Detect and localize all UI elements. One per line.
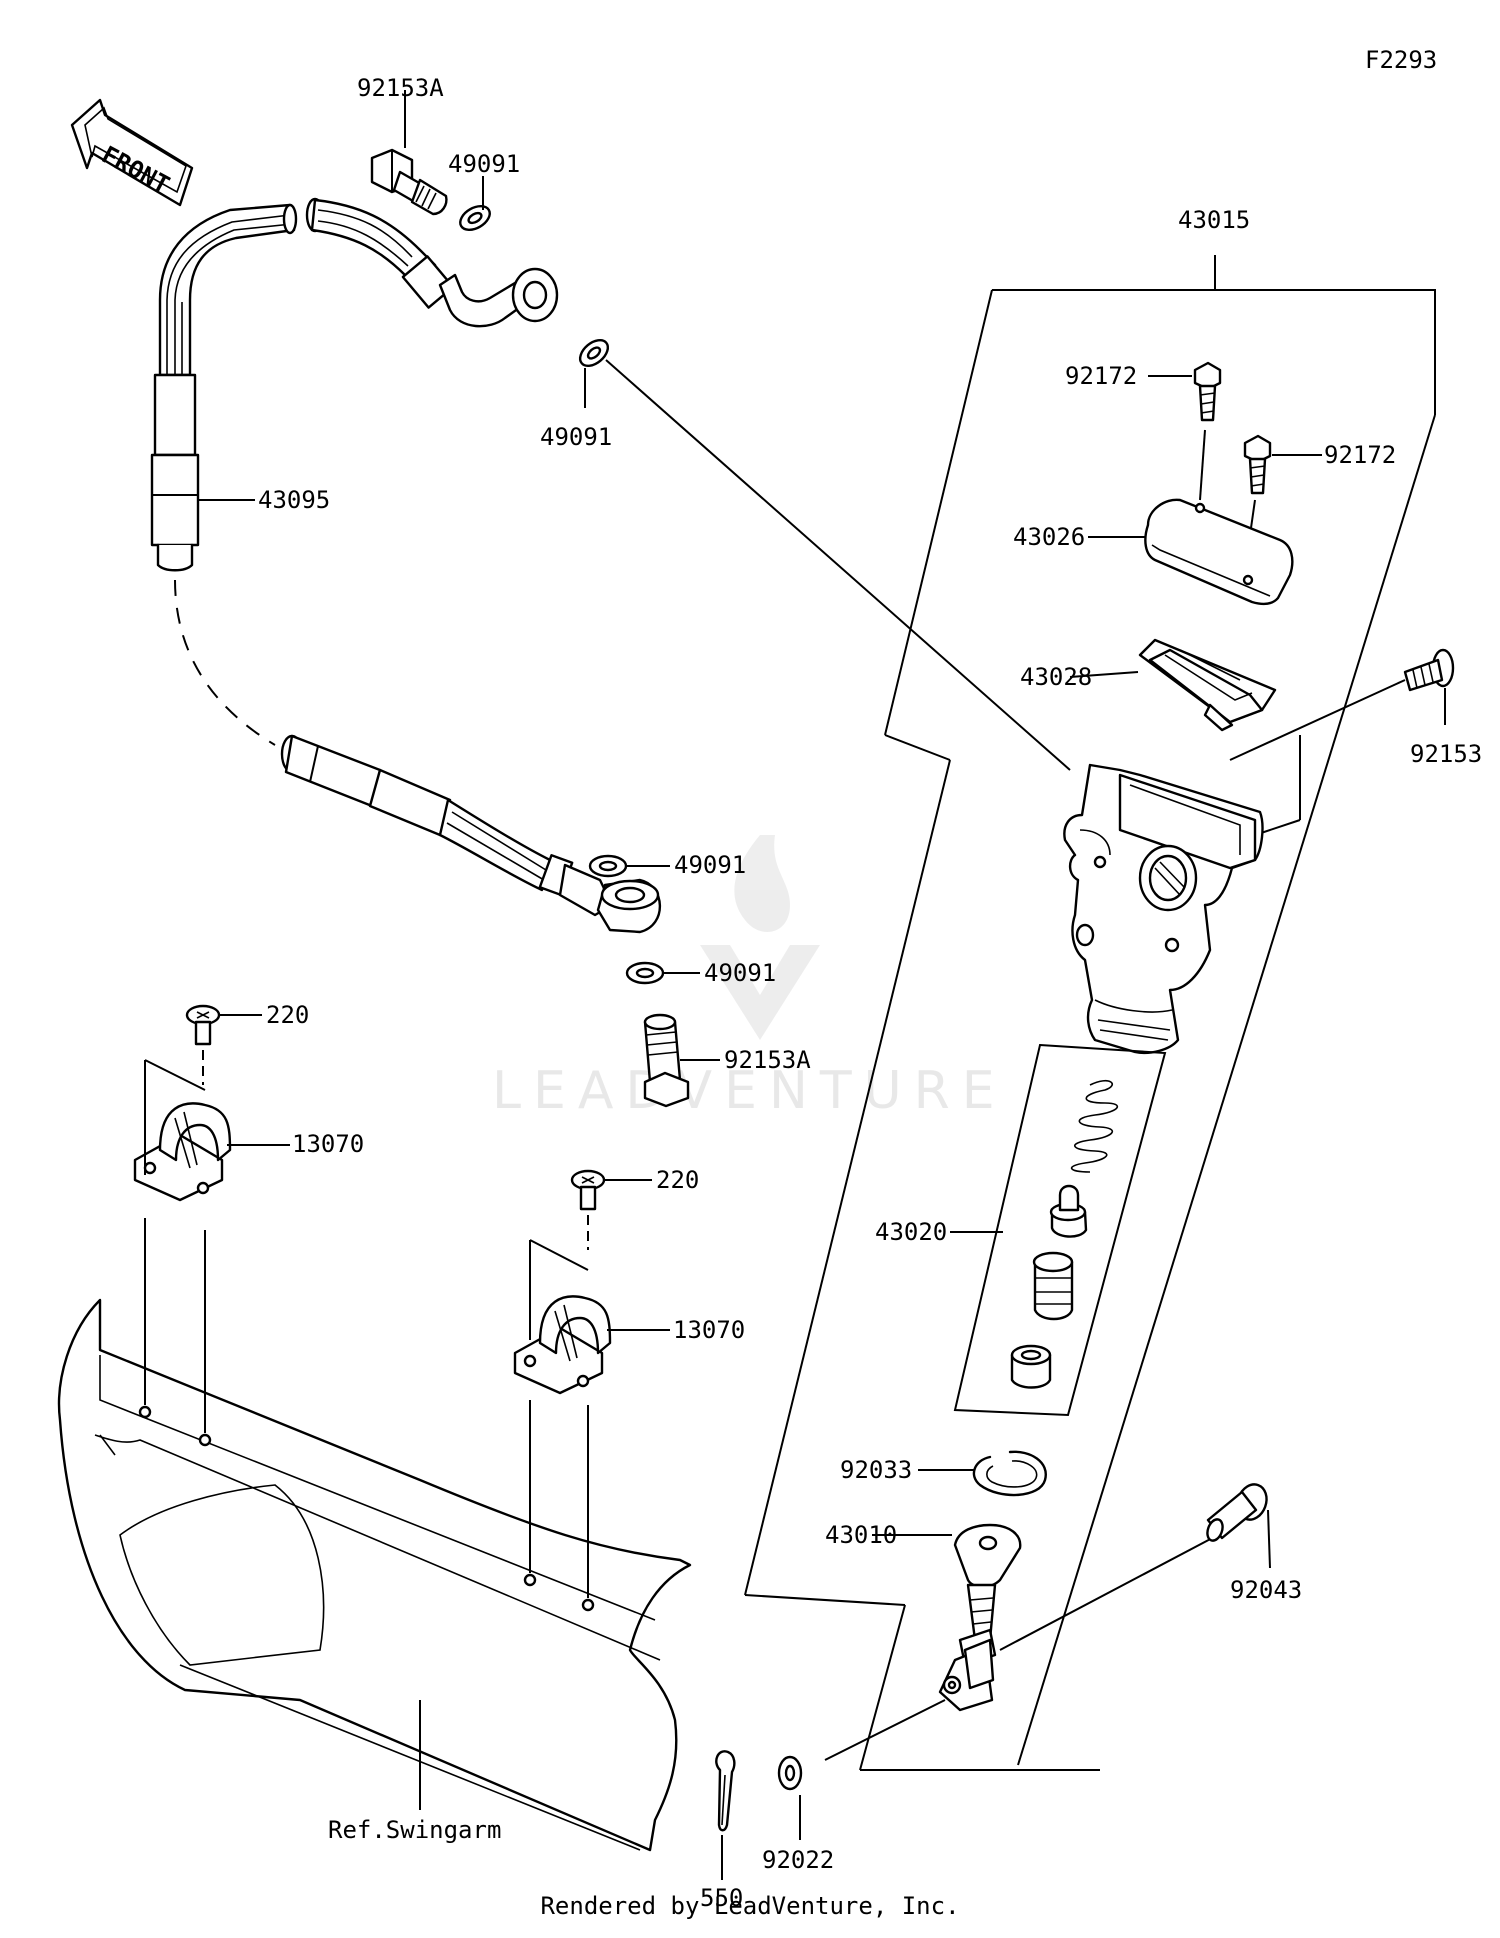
screw-92172-a xyxy=(1148,361,1222,501)
footer-credit: Rendered by LeadVenture, Inc. xyxy=(540,1892,960,1920)
hose-clamp-13070-b xyxy=(513,1239,670,1395)
label-49091-a: 49091 xyxy=(448,150,520,178)
label-49091-b: 49091 xyxy=(540,423,612,451)
label-43095: 43095 xyxy=(258,486,330,514)
screw-220-a xyxy=(185,1004,262,1085)
washer-92022 xyxy=(777,1755,803,1840)
label-220-b: 220 xyxy=(656,1166,699,1194)
label-92022: 92022 xyxy=(762,1846,834,1874)
push-rod-43010 xyxy=(824,1523,1219,1761)
label-43010: 43010 xyxy=(825,1521,897,1549)
cotter-pin-550 xyxy=(715,1750,736,1880)
screw-92153 xyxy=(1229,648,1455,836)
screw-220-b xyxy=(570,1169,652,1250)
circlip-92033 xyxy=(918,1450,1047,1497)
hose-clamp-13070-a xyxy=(133,1059,290,1202)
watermark-text: LEADVENTURE xyxy=(492,1061,1007,1121)
leadventure-watermark-logo: LEADVENTURE xyxy=(492,835,1007,1121)
brake-hose-43095 xyxy=(150,197,662,934)
label-92153A-top: 92153A xyxy=(357,74,444,102)
label-ref-swingarm: Ref.Swingarm xyxy=(328,1816,501,1844)
label-49091-d: 49091 xyxy=(704,959,776,987)
reservoir-cap-43026 xyxy=(1088,498,1294,606)
master-cylinder-body xyxy=(1063,763,1264,1054)
label-43026: 43026 xyxy=(1013,523,1085,551)
crush-washer-49091-d xyxy=(625,961,700,985)
crush-washer-49091-b xyxy=(578,338,1071,771)
label-550: 550 xyxy=(700,1884,743,1912)
crush-washer-49091-a xyxy=(459,176,491,231)
diaphragm-43028 xyxy=(1069,638,1277,732)
label-43020: 43020 xyxy=(875,1218,947,1246)
label-13070-a: 13070 xyxy=(292,1130,364,1158)
master-cylinder-group-outline-43015 xyxy=(744,255,1436,1771)
banjo-bolt-92153A-bottom xyxy=(643,1013,720,1108)
label-220-a: 220 xyxy=(266,1001,309,1029)
front-direction-arrow: FRONT xyxy=(70,98,194,207)
label-92172-a: 92172 xyxy=(1065,362,1137,390)
label-92033: 92033 xyxy=(840,1456,912,1484)
screw-92172-b xyxy=(1243,434,1322,571)
label-92172-b: 92172 xyxy=(1324,441,1396,469)
diagram-code: F2293 xyxy=(1365,46,1437,74)
crush-washer-49091-c xyxy=(588,854,670,878)
label-43015: 43015 xyxy=(1178,206,1250,234)
label-43028: 43028 xyxy=(1020,663,1092,691)
label-92043: 92043 xyxy=(1230,1576,1302,1604)
label-92153A-bottom: 92153A xyxy=(724,1046,811,1074)
swingarm-reference-outline xyxy=(57,1218,692,1852)
label-13070-b: 13070 xyxy=(673,1316,745,1344)
label-92153: 92153 xyxy=(1410,740,1482,768)
banjo-bolt-92153A-top xyxy=(370,90,448,216)
clevis-pin-92043 xyxy=(1206,1483,1271,1569)
label-49091-c: 49091 xyxy=(674,851,746,879)
piston-kit-43020 xyxy=(950,1043,1167,1417)
